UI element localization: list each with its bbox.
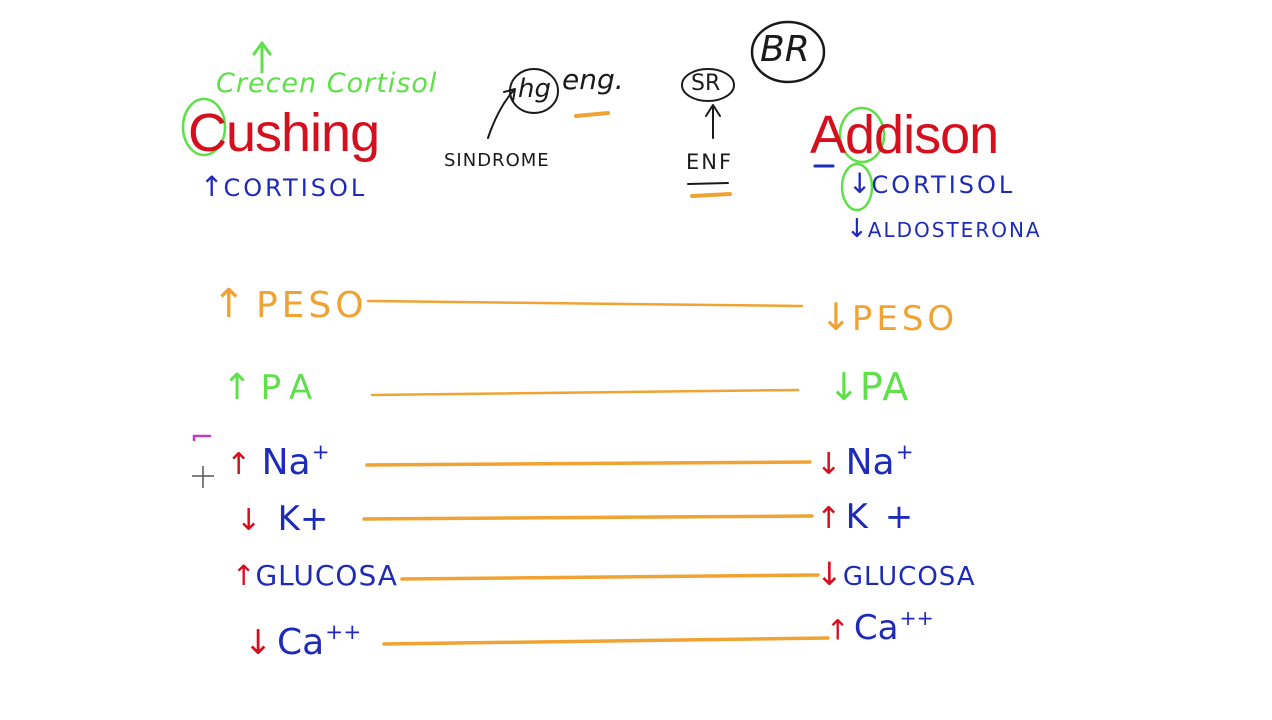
arrow-down-icon: ↓ [816, 447, 842, 483]
arrow-down-icon: ↓ [820, 295, 852, 339]
connector-k [362, 514, 814, 521]
row-k-right: ↑ K + [816, 500, 916, 534]
label-ca-right: Ca++ [853, 606, 934, 649]
row-ca-left: ↓ Ca++ [244, 622, 361, 661]
row-glucosa-left: ↑GLUCOSA [232, 562, 398, 590]
connector-ca [382, 636, 830, 646]
label-glucosa-right: GLUCOSA [842, 562, 976, 592]
underline-eng [574, 111, 610, 118]
underline-enf-black [687, 182, 729, 185]
label-glucosa-left: GLUCOSA [255, 559, 398, 592]
crosshair-cursor-icon [192, 466, 214, 488]
label-k-left: K+ [277, 499, 329, 539]
arrow-enf-to-sr [705, 104, 721, 139]
arrow-down-icon: ↓ [846, 214, 868, 244]
label-ca-left: Ca++ [276, 620, 362, 664]
label-pa-left: PA [260, 368, 323, 408]
row-na-right: ↓ Na+ [816, 442, 914, 481]
arrow-down-icon: ↓ [816, 555, 843, 593]
label-na-left: Na+ [261, 440, 330, 484]
arrow-up-icon: ↑ [226, 447, 252, 483]
magenta-mark [192, 434, 212, 442]
note-crecen-cortisol: Crecen Cortisol [216, 68, 438, 99]
superscript-plusplus: ++ [899, 606, 934, 630]
row-pa-left: ↑ PA [222, 370, 322, 406]
title-addison: Addison [810, 105, 999, 165]
label-sr: SR [691, 71, 721, 96]
arrow-up-icon: ↑ [222, 367, 253, 408]
label-peso-right: PESO [851, 299, 959, 339]
label-eng: eng. [562, 63, 624, 96]
title-cushing: Cushing [188, 103, 380, 163]
superscript-plus: + [311, 440, 330, 465]
row-cortisol-right: ↓CORTISOL [848, 170, 1015, 198]
label-enf: ENF [686, 150, 734, 174]
superscript-plus: + [895, 440, 914, 465]
connector-peso [366, 299, 804, 308]
row-pa-right: ↓PA [828, 368, 910, 406]
row-peso-right: ↓PESO [820, 298, 958, 336]
row-peso-left: ↑ PESO [212, 284, 368, 324]
arrow-up-icon: ↑ [200, 170, 224, 203]
connector-pa [370, 388, 800, 397]
label-na-right: Na+ [845, 440, 914, 484]
row-k-left: ↓ K+ [236, 502, 328, 536]
label-cortisol-right: CORTISOL [871, 171, 1016, 199]
arrow-down-icon: ↓ [244, 623, 273, 664]
arrow-down-icon: ↓ [828, 365, 860, 409]
row-cortisol-left: ↑CORTISOL [200, 173, 367, 201]
arrow-up-icon: ↑ [826, 613, 850, 647]
label-br: BR [760, 29, 810, 70]
label-pa-right: PA [859, 365, 911, 409]
arrow-to-hg [487, 88, 516, 139]
row-glucosa-right: ↓GLUCOSA [816, 558, 976, 590]
arrow-up-icon: ↑ [816, 501, 842, 536]
arrow-up-icon: ↑ [232, 559, 256, 592]
label-aldosterona: ALDOSTERONA [867, 218, 1042, 242]
arrow-up-icon: ↑ [212, 281, 246, 327]
label-k-right: K + [845, 497, 917, 537]
row-ca-right: ↑ Ca++ [826, 608, 934, 645]
arrow-down-icon: ↓ [236, 503, 262, 538]
underline-enf-orange [690, 192, 732, 198]
row-aldosterona-right: ↓ALDOSTERONA [846, 216, 1042, 242]
connector-na [365, 460, 812, 467]
label-sindrome: SINDROME [444, 150, 550, 171]
label-hg: hg [518, 74, 551, 104]
connector-glucosa [400, 573, 820, 581]
row-na-left: ↑ Na+ [226, 442, 330, 481]
label-cortisol-left: CORTISOL [223, 174, 368, 202]
superscript-plusplus: ++ [325, 620, 362, 645]
label-peso-left: PESO [255, 285, 368, 326]
arrow-down-icon: ↓ [848, 167, 872, 200]
